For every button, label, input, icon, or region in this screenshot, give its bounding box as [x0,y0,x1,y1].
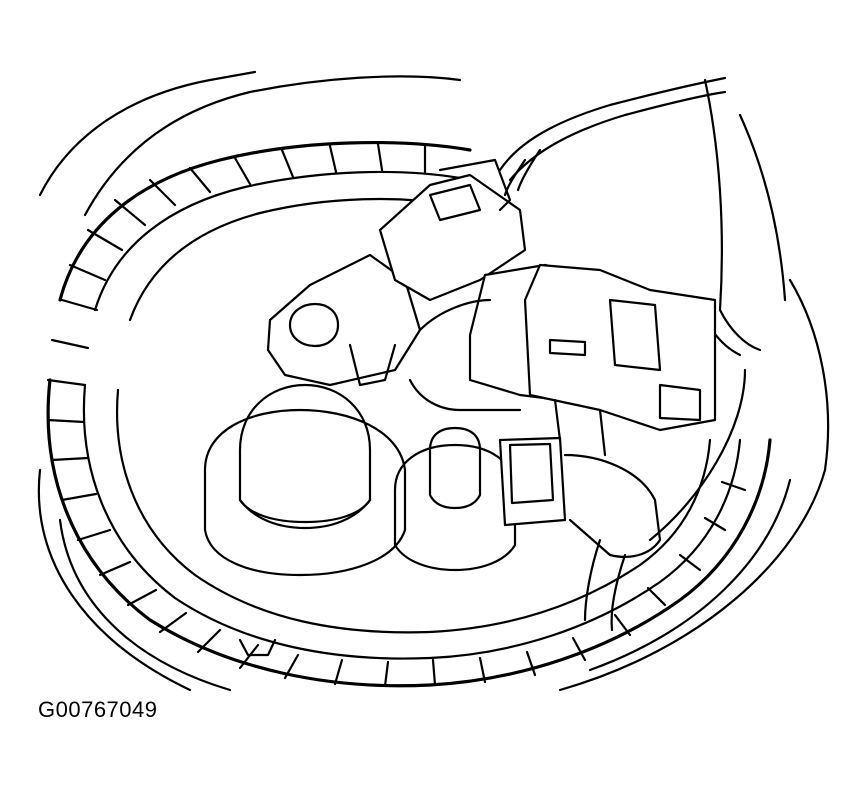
connector-right [408,263,717,432]
figure-id-label: G00767049 [38,697,158,722]
flange-ring [46,141,772,688]
tank-opening-outer-rings [37,70,830,692]
lower-fitting [498,398,662,632]
secondary-cylinder [393,426,517,572]
connector-left [266,158,527,387]
pump-dome [203,383,407,577]
wire-harness [498,76,762,357]
